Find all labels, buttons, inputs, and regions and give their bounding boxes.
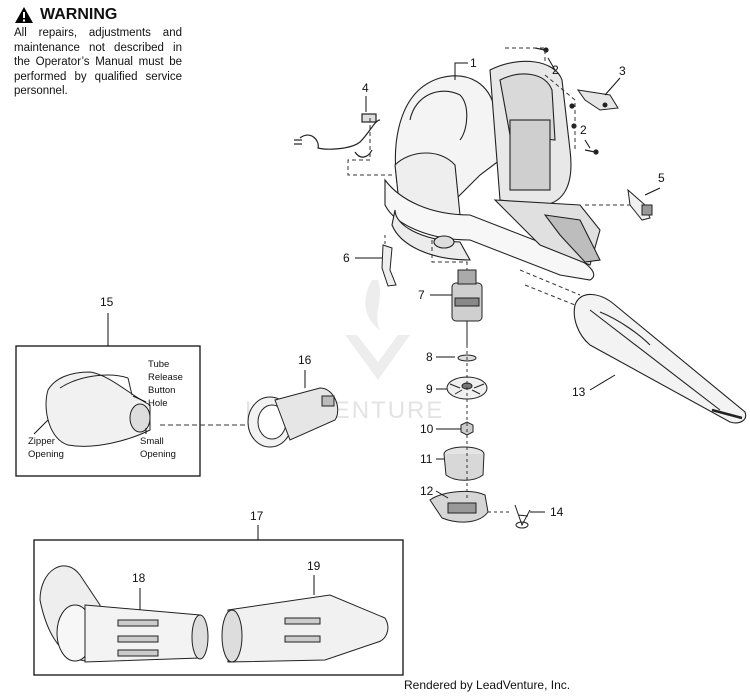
callout-8: 8 bbox=[426, 350, 433, 364]
warning-header: WARNING bbox=[14, 6, 182, 24]
callout-6: 6 bbox=[343, 251, 350, 265]
vacuum-tube bbox=[39, 565, 209, 663]
warning-triangle-icon bbox=[15, 7, 33, 23]
note-tube-line2: Release bbox=[148, 372, 183, 383]
collection-bag bbox=[45, 371, 151, 447]
blower-tube bbox=[573, 293, 747, 424]
callout-19: 19 bbox=[307, 559, 321, 573]
leader-lines bbox=[355, 57, 661, 513]
trigger-part bbox=[381, 244, 397, 287]
callout-13: 13 bbox=[572, 385, 586, 399]
callout-5: 5 bbox=[658, 171, 665, 185]
callout-10: 10 bbox=[420, 422, 434, 436]
callout-17: 17 bbox=[250, 509, 264, 523]
callout-18: 18 bbox=[132, 571, 146, 585]
note-zipper-line2: Opening bbox=[28, 449, 64, 460]
fan-cover bbox=[443, 446, 485, 481]
motor bbox=[451, 269, 483, 345]
callout-2-lower: 2 bbox=[580, 123, 587, 137]
power-cord bbox=[294, 113, 381, 158]
note-small-line2: Opening bbox=[140, 449, 176, 460]
callout-4: 4 bbox=[362, 81, 369, 95]
screw-lower bbox=[584, 149, 599, 155]
callout-16: 16 bbox=[298, 353, 312, 367]
screw-upper bbox=[534, 47, 549, 53]
callout-15: 15 bbox=[100, 295, 114, 309]
note-zipper-line1: Zipper bbox=[28, 436, 55, 447]
vacuum-nozzle bbox=[221, 594, 389, 663]
callout-14: 14 bbox=[550, 505, 564, 519]
trigger-spring bbox=[627, 188, 653, 221]
fan-nut bbox=[460, 421, 474, 436]
callout-11: 11 bbox=[420, 452, 433, 466]
watermark-logo bbox=[345, 280, 410, 380]
tube-box bbox=[33, 539, 404, 676]
note-tube-line1: Tube bbox=[148, 359, 169, 370]
callout-2-upper: 2 bbox=[552, 63, 559, 77]
warning-block: WARNING All repairs, adjustments and mai… bbox=[14, 6, 182, 99]
footer-credit: Rendered by LeadVenture, Inc. bbox=[404, 678, 571, 692]
note-tube-line4: Hole bbox=[148, 398, 168, 409]
callout-12: 12 bbox=[420, 484, 434, 498]
clip bbox=[514, 504, 531, 529]
callout-9: 9 bbox=[426, 382, 433, 396]
note-tube-line3: Button bbox=[148, 385, 175, 396]
base-plate bbox=[429, 490, 489, 523]
warning-text: All repairs, adjustments and maintenance… bbox=[14, 27, 182, 97]
callout-1: 1 bbox=[470, 56, 477, 70]
switch-bracket bbox=[576, 89, 619, 111]
blower-housing bbox=[384, 60, 601, 281]
warning-title: WARNING bbox=[40, 6, 118, 23]
callout-7: 7 bbox=[418, 288, 425, 302]
callout-3: 3 bbox=[619, 64, 626, 78]
bag-adapter bbox=[247, 387, 339, 448]
note-small-line1: Small bbox=[140, 436, 164, 447]
